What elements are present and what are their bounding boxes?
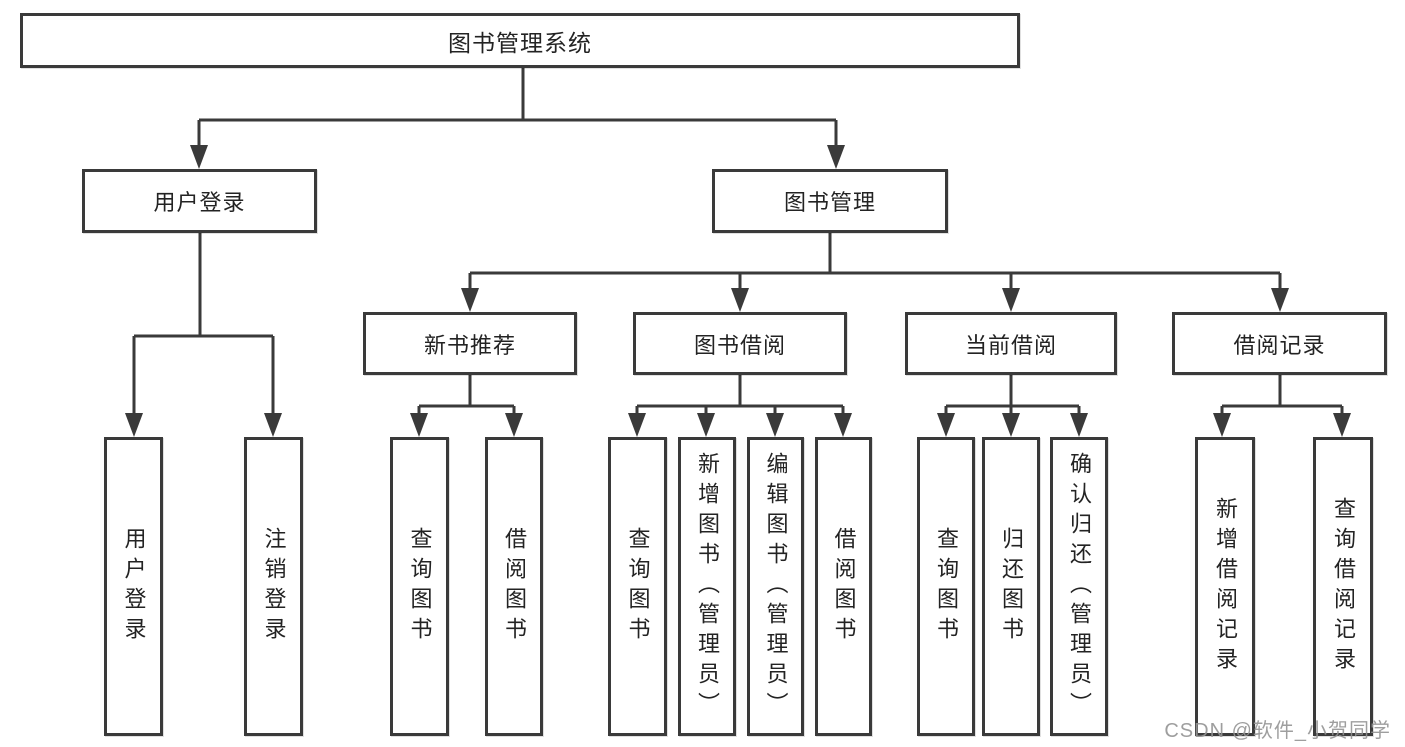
leaf-borrow-books-label: 借阅图书 (831, 526, 857, 647)
leaf-query-books-borrow: 查询图书 (608, 437, 667, 736)
leaf-user-login-label: 用户登录 (121, 526, 147, 647)
node-book-borrowing: 图书借阅 (633, 312, 847, 375)
leaf-query-books-borrow-label: 查询图书 (625, 526, 651, 647)
node-book-management: 图书管理 (712, 169, 948, 233)
node-borrowing-records: 借阅记录 (1172, 312, 1387, 375)
leaf-query-books-current-label: 查询图书 (934, 526, 959, 647)
arrowheads (125, 145, 1351, 437)
leaf-borrow-books-recommend-label: 借阅图书 (502, 526, 527, 647)
leaf-logout: 注销登录 (244, 437, 303, 736)
leaf-add-borrow-record-label: 新增借阅记录 (1213, 496, 1238, 677)
leaf-add-books-admin: 新增图书（管理员） (678, 437, 736, 736)
leaf-add-borrow-record: 新增借阅记录 (1195, 437, 1255, 736)
leaf-borrow-books: 借阅图书 (815, 437, 872, 736)
leaf-edit-books-admin-label: 编辑图书（管理员） (763, 451, 789, 722)
leaf-return-books: 归还图书 (982, 437, 1040, 736)
leaf-edit-books-admin: 编辑图书（管理员） (747, 437, 804, 736)
node-library-management-system: 图书管理系统 (20, 13, 1020, 68)
leaf-query-borrow-record-label: 查询借阅记录 (1331, 496, 1356, 677)
leaf-add-books-admin-label: 新增图书（管理员） (695, 451, 720, 722)
leaf-query-books-recommend-label: 查询图书 (407, 526, 433, 647)
leaf-confirm-return-admin-label: 确认归还（管理员） (1067, 451, 1092, 722)
node-current-borrowing: 当前借阅 (905, 312, 1117, 375)
leaf-confirm-return-admin: 确认归还（管理员） (1050, 437, 1108, 736)
node-user-login: 用户登录 (82, 169, 317, 233)
leaf-query-books-current: 查询图书 (917, 437, 975, 736)
node-new-book-recommend: 新书推荐 (363, 312, 577, 375)
leaf-borrow-books-recommend: 借阅图书 (485, 437, 543, 736)
leaf-query-books-recommend: 查询图书 (390, 437, 449, 736)
csdn-watermark: CSDN @软件_小贺同学 (1164, 720, 1391, 742)
leaf-return-books-label: 归还图书 (999, 526, 1024, 647)
leaf-user-login: 用户登录 (104, 437, 163, 736)
leaf-logout-label: 注销登录 (261, 526, 287, 647)
leaf-query-borrow-record: 查询借阅记录 (1313, 437, 1373, 736)
